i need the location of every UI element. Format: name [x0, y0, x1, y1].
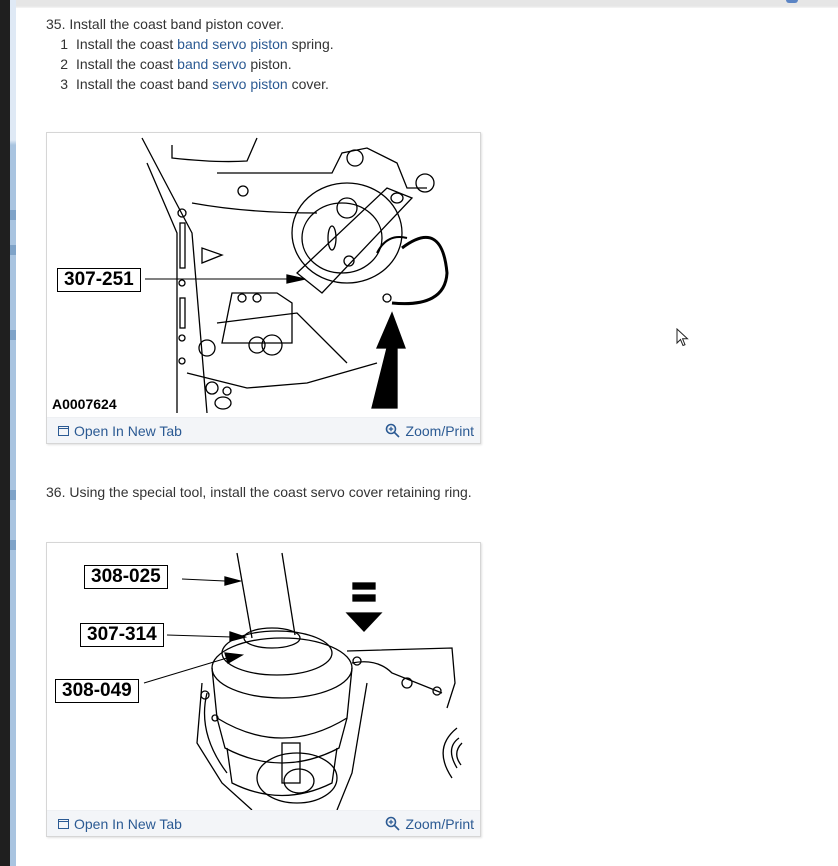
transmission-diagram-2 [143, 552, 463, 810]
figure-step-35: 307-251 A0007624 Open In New Tab Zoom/Pr… [46, 132, 481, 444]
substep-2: 2 Install the coast band servo piston. [60, 56, 292, 72]
toolbar-indicator [786, 0, 798, 3]
mouse-pointer-icon [676, 328, 689, 347]
step-35-title: 35. Install the coast band piston cover. [46, 16, 285, 32]
substep-3: 3 Install the coast band servo piston co… [60, 76, 329, 92]
figure-footer: Open In New Tab Zoom/Print [47, 417, 480, 443]
substep-1: 1 Install the coast band servo piston sp… [60, 36, 334, 52]
sidebar-mark [10, 330, 16, 340]
zoom-in-icon [385, 423, 400, 438]
open-in-new-tab-button[interactable]: Open In New Tab [58, 816, 182, 832]
illustration-servo-cover[interactable]: 307-251 A0007624 [47, 133, 480, 417]
zoom-print-button[interactable]: Zoom/Print [385, 423, 474, 439]
step-35: 35. Install the coast band piston cover.… [46, 14, 806, 94]
sidebar-edge [10, 0, 16, 866]
figure-id: A0007624 [52, 396, 117, 412]
link-servo-piston[interactable]: servo piston [212, 76, 288, 92]
zoom-print-button[interactable]: Zoom/Print [385, 816, 474, 832]
top-toolbar-edge [16, 0, 838, 8]
link-band-servo-piston[interactable]: band servo piston [177, 36, 288, 52]
figure-step-36: 308-025 307-314 308-049 Open In New Tab … [46, 542, 481, 837]
sidebar-mark [10, 245, 16, 255]
open-new-tab-icon [58, 425, 69, 436]
illustration-retaining-ring[interactable]: 308-025 307-314 308-049 [47, 543, 480, 810]
tool-label-308-049: 308-049 [55, 679, 139, 703]
open-in-new-tab-button[interactable]: Open In New Tab [58, 423, 182, 439]
figure-footer: Open In New Tab Zoom/Print [47, 810, 480, 836]
window-frame-left [0, 0, 10, 866]
zoom-in-icon [385, 816, 400, 831]
step-36-title: 36. Using the special tool, install the … [46, 484, 472, 500]
open-new-tab-icon [58, 818, 69, 829]
tool-label-308-025: 308-025 [84, 565, 168, 589]
tool-label-307-314: 307-314 [80, 623, 164, 647]
transmission-diagram-1 [141, 137, 449, 414]
link-band-servo[interactable]: band servo [177, 56, 247, 72]
sidebar-mark [10, 210, 16, 220]
tool-label-307-251: 307-251 [57, 268, 141, 292]
sidebar-mark [10, 540, 16, 550]
substep-list: 1 Install the coast band servo piston sp… [60, 34, 806, 94]
sidebar-mark [10, 490, 16, 500]
